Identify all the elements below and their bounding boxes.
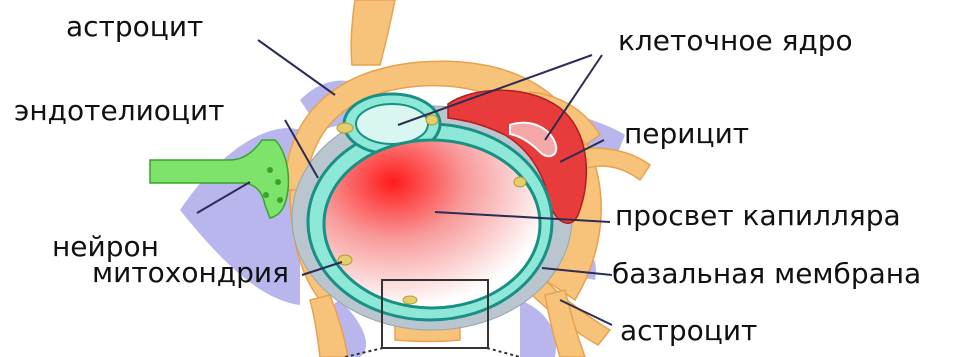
label-pericyte: перицит [624, 117, 749, 150]
label-basal-membrane: базальная мембрана [612, 257, 921, 290]
label-cell-nucleus: клеточное ядро [618, 24, 853, 57]
label-endothelial-cell: эндотелиоцит [14, 94, 225, 127]
label-mitochondria: митохондрия [92, 256, 289, 289]
label-capillary-lumen: просвет капилляра [615, 199, 901, 232]
capillary-lumen [324, 140, 540, 308]
label-astrocyte-bottom: астроцит [620, 314, 757, 347]
label-astrocyte-top: астроцит [66, 10, 203, 43]
